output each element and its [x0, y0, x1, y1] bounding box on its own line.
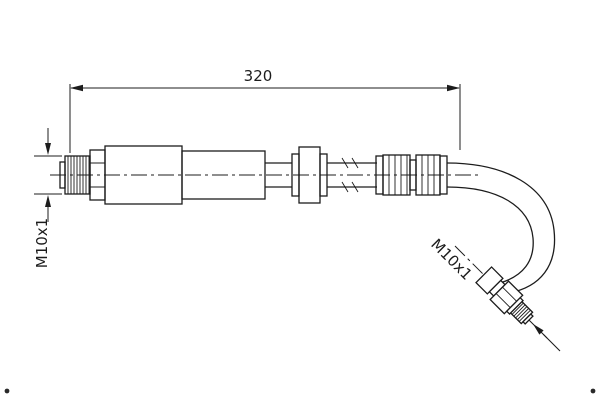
dimension-320: 320 [69, 67, 461, 153]
hose-body-section-2 [181, 150, 266, 200]
hose-segment-a [265, 162, 292, 188]
curved-tube-outer-edge [446, 162, 556, 294]
hose-segment-b [327, 162, 377, 188]
right-fitting [475, 266, 534, 325]
dimension-arrow-left [70, 84, 83, 92]
right-fitting-centerline [454, 245, 548, 339]
left-thread-arrow-top [45, 143, 51, 155]
left-thread-label: M10x1 [33, 218, 51, 268]
left-thread-arrow-bottom [45, 195, 51, 207]
brake-hose-assembly [59, 145, 556, 339]
corrugation-ribs-2 [421, 155, 435, 195]
corrugation-ring-right [439, 155, 448, 195]
collar-flange-right [319, 153, 328, 197]
left-fitting-thread-knurl [67, 156, 90, 194]
right-fitting-tip [522, 313, 534, 325]
curved-tube [446, 162, 556, 294]
hose-flex-marks [341, 157, 359, 193]
curved-tube-inner-edge [446, 186, 534, 284]
left-fitting-hex-facets [90, 162, 105, 188]
left-thread-dimension: M10x1 [33, 128, 62, 268]
right-fitting-arrow-shaft [540, 331, 561, 352]
corrugation-ribs-1 [388, 155, 408, 195]
corrugated-section [375, 154, 448, 196]
right-fitting-thread-knurl [511, 302, 531, 322]
right-fitting-arrow [533, 324, 544, 335]
mounting-collar [291, 146, 328, 204]
corner-mark-bottom-left [4, 388, 10, 394]
dimension-arrow-right [447, 84, 460, 92]
right-fitting-hex-facets [495, 286, 517, 308]
corner-mark-bottom-right [590, 388, 596, 394]
dimension-320-label: 320 [244, 67, 273, 85]
